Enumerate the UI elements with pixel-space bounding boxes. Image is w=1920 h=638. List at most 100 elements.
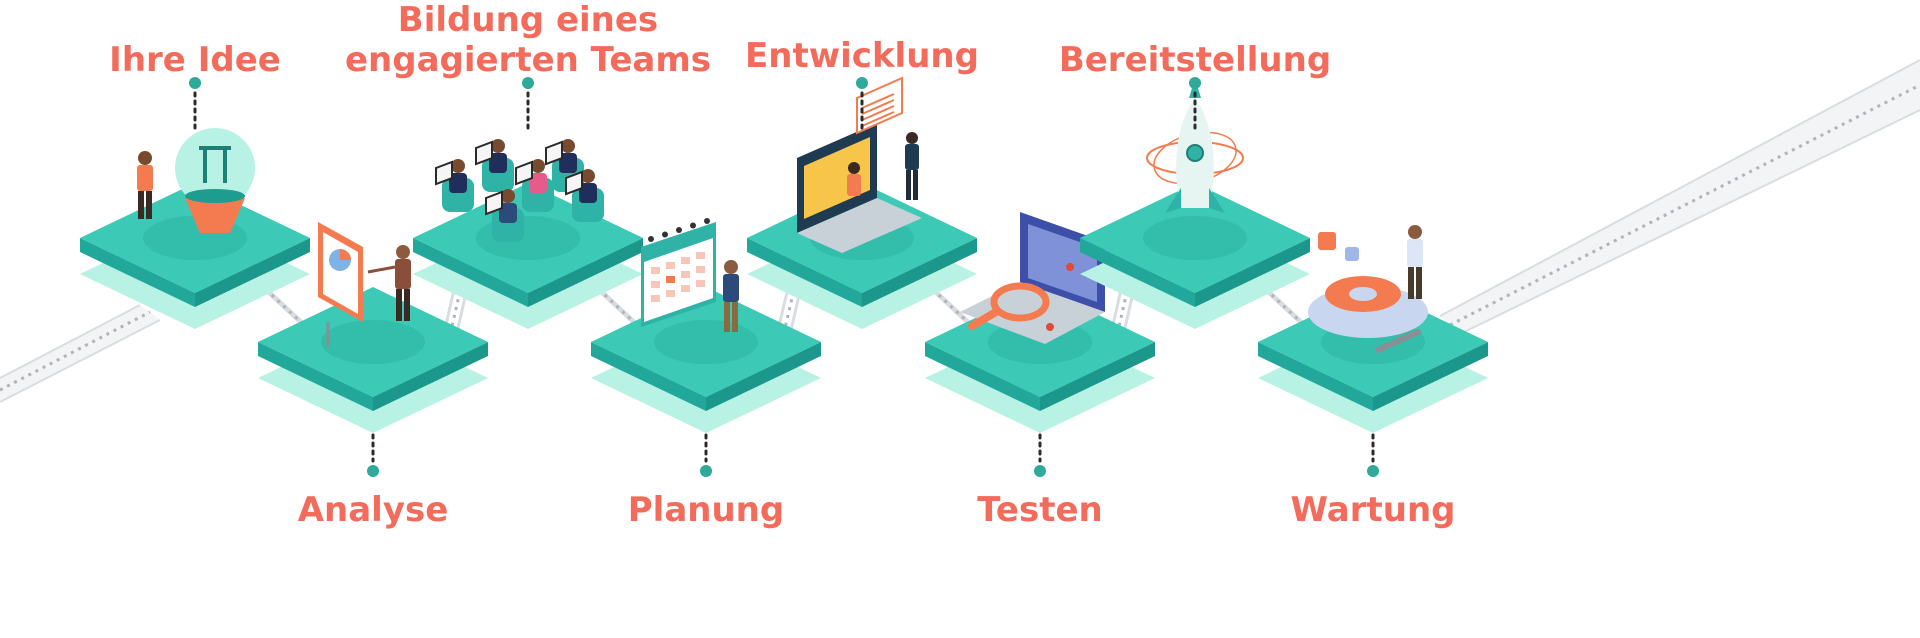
platform-side-right (373, 342, 488, 411)
calendar-icon (641, 218, 739, 332)
platform-top (258, 287, 488, 397)
step-label-testen: Testen (977, 490, 1103, 530)
platform-side-right (706, 342, 821, 411)
calendar-day (681, 271, 690, 278)
connector-testen (1034, 433, 1046, 477)
calendar-day (696, 266, 705, 273)
developer-body (905, 144, 919, 170)
calendar-day (666, 276, 675, 283)
team-member-body (529, 173, 547, 193)
magnifier-handle (968, 308, 1000, 330)
connector-dot (1189, 77, 1201, 89)
platform-side-left (925, 342, 1040, 411)
team-member-head (581, 169, 595, 183)
step-platform-idee (80, 128, 310, 329)
presentation-board-icon (318, 222, 411, 347)
magnifier-laptop-icon (960, 212, 1105, 344)
planner-head (724, 260, 738, 274)
platform-side-left (1258, 342, 1373, 411)
step-platform-wartung (1258, 225, 1488, 433)
team-laptop (515, 160, 533, 186)
bulb-glass (175, 128, 255, 208)
connector-planung (700, 433, 712, 477)
calendar-day (681, 257, 690, 264)
connector-bereitstellung (1189, 77, 1201, 135)
calendar-ring (662, 231, 668, 238)
laptop-keyboard (797, 198, 922, 253)
calendar-day (696, 280, 705, 287)
team-laptop (435, 160, 453, 186)
step-label-planung: Planung (627, 490, 785, 530)
bug-icon (1046, 323, 1054, 331)
platform-side-right (1040, 342, 1155, 411)
team-member-body (499, 203, 517, 223)
calendar-ring (648, 236, 654, 242)
connector-dot (1034, 465, 1046, 477)
platform-spot (321, 320, 425, 364)
team-member-body (559, 153, 577, 173)
calendar-day (666, 290, 675, 297)
rocket-fin (1209, 188, 1225, 213)
code-tag (1318, 232, 1336, 250)
connector-dot (1367, 465, 1379, 477)
presenter-body (395, 259, 411, 289)
developer-body (847, 174, 861, 196)
step-label-entwicklung: Entwicklung (745, 36, 979, 76)
team-member-head (531, 159, 545, 173)
team-member-head (451, 159, 465, 173)
platform-side-left (258, 342, 373, 411)
code-line (861, 111, 895, 127)
mechanic-head (1408, 225, 1422, 239)
calendar-day (651, 295, 660, 302)
calendar-day (651, 281, 660, 288)
settings-tag (1345, 247, 1359, 261)
connector-dot (700, 465, 712, 477)
platform-side-right (1373, 342, 1488, 411)
code-line (861, 105, 895, 121)
team-laptops-icon (435, 139, 604, 242)
team-member-head (501, 189, 515, 203)
team-laptop (475, 140, 493, 166)
step-label-bereitstellung: Bereitstellung (1058, 40, 1332, 80)
rocket-icon (1146, 78, 1244, 213)
step-platform-planung (591, 218, 821, 433)
test-laptop-display (1028, 224, 1097, 302)
planner-body (723, 274, 739, 302)
platform-spot (654, 320, 758, 364)
rocket-fin (1165, 188, 1181, 213)
step-label-analyse: Analyse (297, 490, 449, 530)
calendar-ring (676, 227, 682, 233)
calendar-day (651, 267, 660, 274)
bulb-filament (199, 146, 231, 183)
platform-side-right (1195, 238, 1310, 307)
connector-dot (522, 77, 534, 89)
team-member-body (449, 173, 467, 193)
platform-side-left (747, 238, 862, 307)
developer-head (848, 162, 860, 174)
platform-side-right (862, 238, 977, 307)
calendar-ring (690, 222, 696, 229)
step-platform-analyse (258, 222, 488, 433)
team-laptop (485, 190, 503, 216)
mechanic-body (1407, 239, 1423, 267)
wrench-icon (1375, 329, 1421, 353)
code-line (861, 93, 895, 109)
presenter-head (396, 245, 410, 259)
platform-side-left (80, 238, 195, 307)
platform-side-right (528, 238, 643, 307)
team-laptop (545, 140, 563, 166)
platform-spot (1143, 216, 1247, 260)
step-platform-bereitstellung (1080, 78, 1310, 329)
connector-entwicklung (856, 77, 868, 135)
connector-wartung (1367, 433, 1379, 477)
magnifier-lens (990, 282, 1050, 322)
calendar-ring (704, 218, 710, 224)
bulb-base (185, 198, 245, 233)
platform-side-left (413, 238, 528, 307)
step-label-wartung: Wartung (1290, 490, 1456, 530)
gears-wrench-icon (1308, 225, 1428, 353)
laptop-code-icon (797, 76, 922, 253)
team-member-head (491, 139, 505, 153)
connector-dot (189, 77, 201, 89)
